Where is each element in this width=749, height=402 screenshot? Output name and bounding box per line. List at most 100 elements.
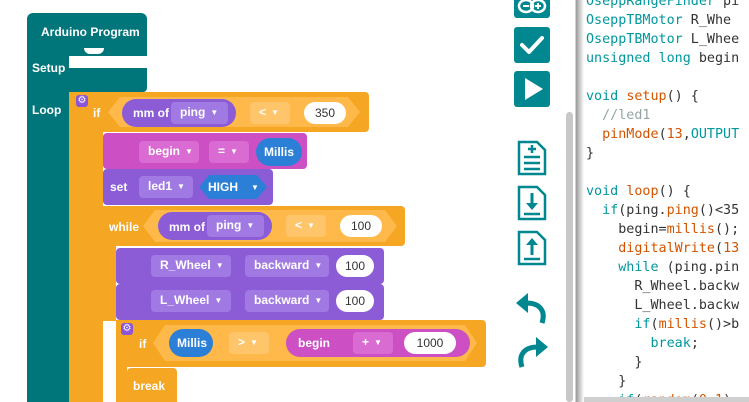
inner-if-keyword: if (139, 337, 147, 351)
direction-dropdown-right[interactable]: backward▼ (245, 255, 329, 277)
break-label: break (133, 379, 166, 393)
motor-name-left: L_Wheel (160, 293, 210, 307)
millis-label: Millis (264, 145, 295, 159)
code-line: break; (650, 336, 699, 351)
comparator-value-2: < (295, 218, 303, 232)
time-threshold-input[interactable]: 1000 (404, 332, 456, 354)
sum-op-dropdown[interactable]: +▼ (353, 332, 393, 354)
setup-label: Setup (32, 61, 66, 75)
if-block-arm (69, 132, 103, 402)
mm-of-label: mm of (133, 106, 169, 120)
code-line: while (ping.pin (618, 260, 740, 275)
code-line: OseppTBMotor L_Whee (586, 32, 740, 47)
code-line: if(millis()>b (634, 317, 740, 332)
toolbar (500, 0, 575, 402)
begin-var-label: begin (298, 336, 330, 350)
code-line: } (586, 374, 627, 389)
program-spine (27, 48, 69, 402)
variable-name: begin (148, 144, 180, 158)
blockly-workspace[interactable]: Arduino Program Setup Loop ⚙ if mm of pi… (0, 0, 575, 402)
code-line: //led1 (586, 108, 651, 123)
direction-left: backward (254, 293, 310, 307)
set-keyword: set (110, 180, 128, 194)
setup-gap (69, 56, 147, 68)
code-line: digitalWrite(13 (618, 241, 740, 256)
loop-label: Loop (32, 103, 62, 117)
inner-if-arm (116, 367, 127, 402)
code-line: if(ping.ping()<35 (602, 203, 740, 218)
code-line: void loop() { (586, 184, 691, 199)
undo-icon (516, 293, 546, 324)
play-icon (525, 78, 543, 100)
if-keyword: if (93, 106, 101, 120)
arduino-logo-icon (517, 0, 547, 14)
motor-dropdown-left[interactable]: L_Wheel▼ (151, 290, 231, 312)
setup-bottom (69, 68, 147, 92)
assign-op: = (218, 144, 226, 158)
led-dropdown[interactable]: led1▼ (139, 176, 193, 198)
millis-label-2: Millis (177, 336, 208, 350)
comparator-value: < (259, 105, 267, 119)
speed-input-left[interactable]: 100 (336, 290, 374, 312)
sensor-dropdown-value: ping (180, 105, 206, 119)
upload-file-icon (517, 230, 547, 266)
high-value-block[interactable] (199, 175, 267, 199)
redo-icon (518, 337, 548, 368)
undo-button[interactable] (514, 291, 550, 327)
led-name: led1 (148, 179, 173, 193)
arduino-program-block[interactable] (27, 13, 147, 50)
sensor-dropdown-2[interactable]: ping▼ (207, 215, 264, 237)
mm-of-label-2: mm of (169, 220, 205, 234)
millis-block-2[interactable] (169, 329, 213, 357)
code-line (586, 68, 739, 87)
code-panel-shadow (576, 0, 584, 402)
code-line: L_Wheel.backw (586, 298, 740, 313)
redo-button[interactable] (514, 335, 550, 371)
gear-icon[interactable]: ⚙ (76, 95, 88, 107)
sensor-dropdown-value-2: ping (216, 218, 242, 232)
speed-input-right[interactable]: 100 (336, 255, 374, 277)
millis-block[interactable] (256, 138, 302, 166)
comparator-value-3: > (238, 335, 246, 349)
while-threshold-input[interactable]: 100 (340, 215, 382, 237)
verify-button[interactable] (514, 27, 550, 63)
comparator-dropdown-3[interactable]: >▼ (229, 332, 269, 354)
upload-button[interactable] (514, 71, 550, 107)
save-file-button[interactable] (514, 230, 550, 266)
high-caret: ▼ (251, 183, 259, 192)
direction-right: backward (254, 258, 310, 272)
code-horizontal-scrollbar[interactable] (584, 397, 749, 402)
sensor-dropdown[interactable]: ping▼ (171, 102, 228, 124)
motor-dropdown-right[interactable]: R_Wheel▼ (151, 255, 231, 277)
sum-op: + (362, 335, 370, 349)
direction-dropdown-left[interactable]: backward▼ (245, 290, 329, 312)
break-block[interactable] (127, 368, 177, 402)
distance-threshold-input[interactable]: 350 (304, 102, 346, 124)
code-line (586, 163, 739, 182)
code-line: unsigned long begin (586, 51, 740, 66)
arduino-logo-button[interactable] (514, 0, 550, 18)
code-line: } (586, 355, 643, 370)
code-line: OseppTBMotor R_Whe (586, 13, 732, 28)
code-line: void setup() { (586, 89, 699, 104)
program-title: Arduino Program (41, 25, 140, 39)
code-line: begin=millis(); (586, 222, 740, 237)
code-line: R_Wheel.backw (586, 279, 740, 294)
comparator-dropdown-2[interactable]: <▼ (286, 215, 326, 237)
open-file-button[interactable] (514, 185, 550, 221)
comparator-dropdown[interactable]: <▼ (250, 102, 290, 124)
assign-op-dropdown[interactable]: =▼ (209, 141, 249, 163)
variable-dropdown[interactable]: begin▼ (139, 141, 199, 163)
while-keyword: while (109, 220, 140, 234)
while-block-arm (103, 246, 116, 321)
new-file-button[interactable] (514, 140, 550, 176)
gear-icon-2[interactable]: ⚙ (121, 323, 133, 335)
code-line: OseppRangeFinder pi (586, 0, 740, 9)
workspace-scrollbar[interactable] (566, 112, 573, 402)
motor-name-right: R_Wheel (160, 258, 211, 272)
code-line: pinMode(13,OUTPUT (602, 127, 740, 142)
setup-notch (84, 48, 104, 54)
download-file-icon (517, 185, 547, 221)
